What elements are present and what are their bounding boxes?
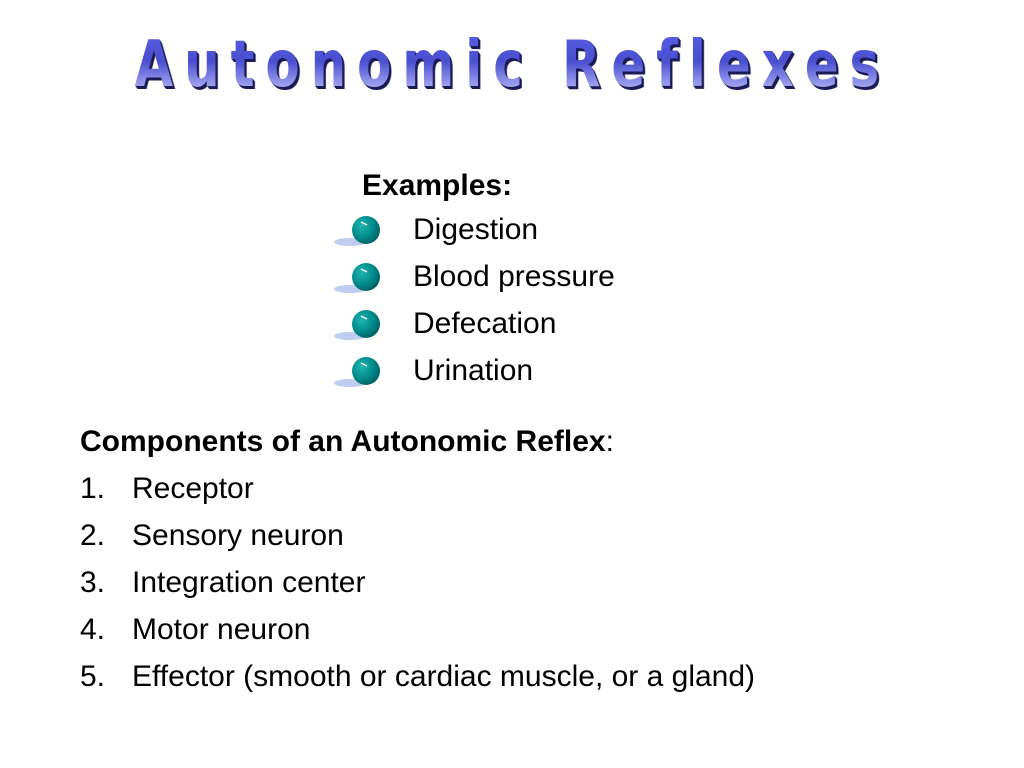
list-number: 5. bbox=[80, 660, 106, 693]
list-item: Defecation bbox=[334, 300, 754, 347]
list-item: Digestion bbox=[334, 206, 754, 253]
list-item: 3. Integration center bbox=[80, 559, 1000, 606]
teal-sphere-bullet-icon bbox=[334, 216, 380, 246]
examples-heading: Examples: bbox=[362, 169, 513, 202]
list-number: 1. bbox=[80, 472, 106, 505]
list-item: Urination bbox=[334, 347, 754, 394]
example-label: Digestion bbox=[413, 213, 539, 246]
component-label: Receptor bbox=[132, 472, 254, 505]
component-label: Effector (smooth or cardiac muscle, or a… bbox=[132, 660, 756, 693]
component-label: Integration center bbox=[132, 566, 366, 599]
list-item: 2. Sensory neuron bbox=[80, 512, 1000, 559]
example-label: Blood pressure bbox=[413, 260, 615, 293]
slide-title-container: Autonomic Reflexes bbox=[0, 28, 1024, 102]
teal-sphere-bullet-icon bbox=[334, 357, 380, 387]
examples-list: Digestion Blood pressure bbox=[334, 206, 754, 394]
list-item: 5. Effector (smooth or cardiac muscle, o… bbox=[80, 653, 1000, 700]
teal-sphere-bullet-icon bbox=[334, 263, 380, 293]
component-label: Motor neuron bbox=[132, 613, 311, 646]
components-section: Components of an Autonomic Reflex: 1. Re… bbox=[80, 418, 1000, 700]
slide-title: Autonomic Reflexes bbox=[134, 28, 890, 102]
example-label: Urination bbox=[413, 354, 534, 387]
component-label: Sensory neuron bbox=[132, 519, 344, 552]
components-heading-colon: : bbox=[605, 425, 614, 458]
components-list: 1. Receptor 2. Sensory neuron 3. Integra… bbox=[80, 465, 1000, 700]
components-heading: Components of an Autonomic Reflex: bbox=[80, 418, 1000, 465]
list-item: 4. Motor neuron bbox=[80, 606, 1000, 653]
examples-section: Examples: Digestion bbox=[334, 166, 754, 394]
list-number: 3. bbox=[80, 566, 106, 599]
components-heading-text: Components of an Autonomic Reflex bbox=[80, 425, 606, 458]
list-item: Blood pressure bbox=[334, 253, 754, 300]
example-label: Defecation bbox=[413, 307, 557, 340]
teal-sphere-bullet-icon bbox=[334, 310, 380, 340]
list-number: 4. bbox=[80, 613, 106, 646]
list-number: 2. bbox=[80, 519, 106, 552]
list-item: 1. Receptor bbox=[80, 465, 1000, 512]
